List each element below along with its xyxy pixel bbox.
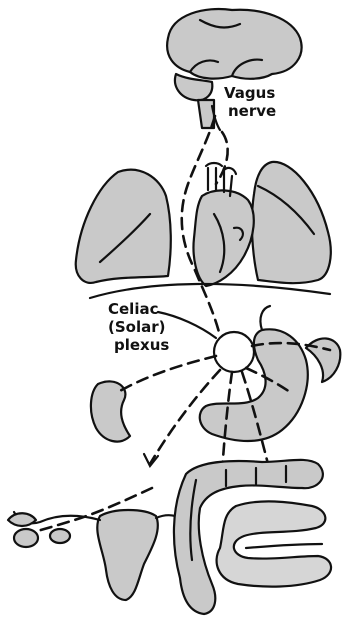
celiac-plexus-label: Celiac (Solar) plexus xyxy=(108,300,169,354)
uterus xyxy=(97,510,158,600)
right-lung xyxy=(252,162,331,283)
celiac-label-line1: Celiac xyxy=(108,300,158,318)
kidney xyxy=(91,381,130,441)
celiac-label-line2: (Solar) xyxy=(108,318,165,336)
intestines xyxy=(174,460,331,614)
heart xyxy=(194,163,254,286)
vagus-nerve-label: Vagus nerve xyxy=(224,84,276,120)
vagus-label-line2: nerve xyxy=(228,102,276,120)
left-lung xyxy=(76,170,171,283)
celiac-plexus xyxy=(158,312,254,372)
celiac-label-line3: plexus xyxy=(114,336,169,354)
vagus-label-line1: Vagus xyxy=(224,84,275,102)
brain xyxy=(167,9,301,79)
